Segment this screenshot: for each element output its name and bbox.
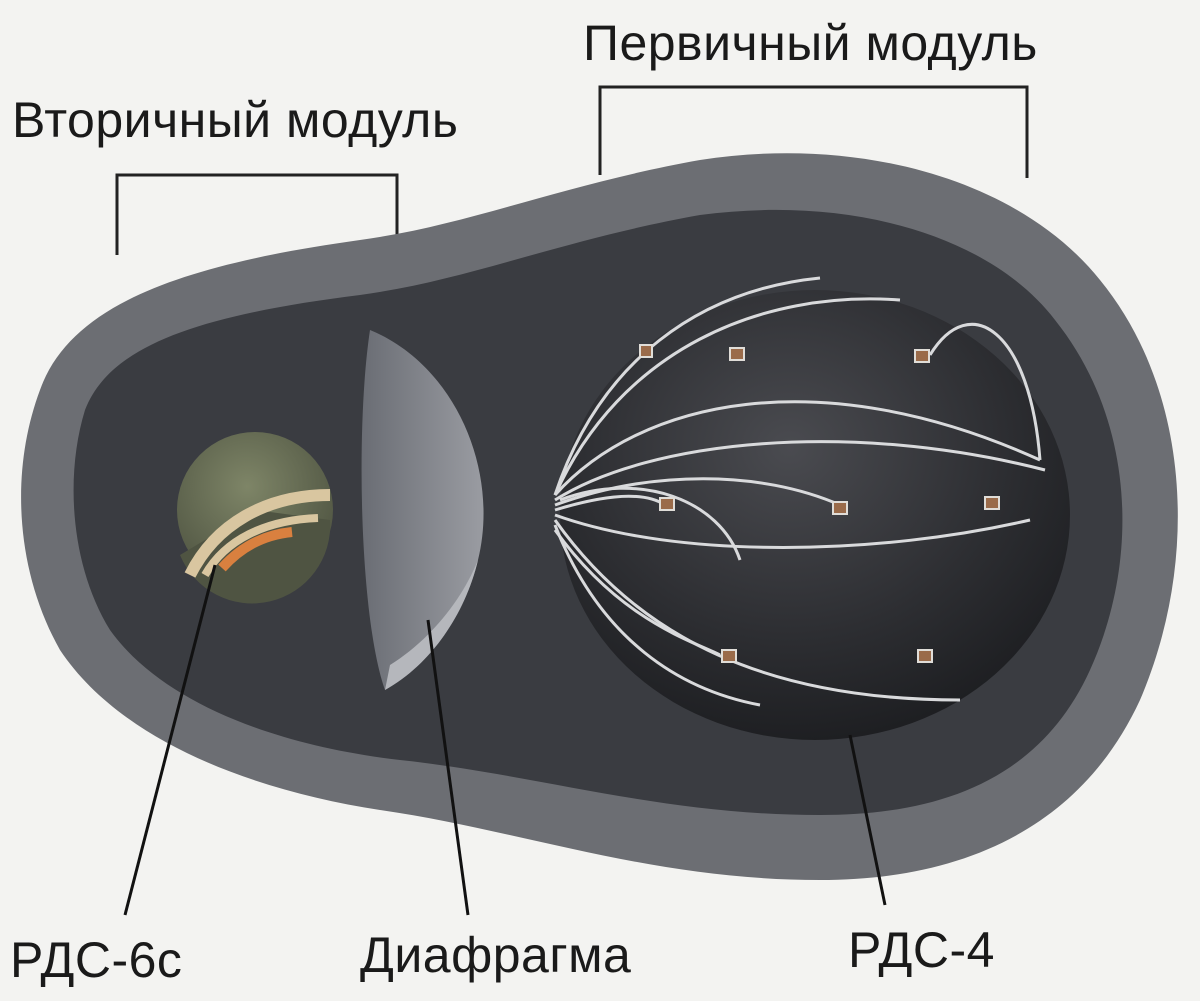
diaphragm-shape [361,330,484,690]
label-diaphragm: Диафрагма [360,927,632,983]
label-primary-module: Первичный модуль [583,15,1038,71]
pointer-rds6c [123,564,217,916]
label-rds6c: РДС-6с [10,932,183,988]
pointer-rds4 [848,734,887,906]
label-rds4: РДС-4 [848,922,995,978]
primary-bracket [598,85,1029,178]
primary-sphere [553,276,1070,740]
pointer-diaphragm [426,619,470,916]
secondary-core [177,432,333,604]
label-secondary-module: Вторичный модуль [12,92,459,148]
secondary-bracket [115,173,399,255]
